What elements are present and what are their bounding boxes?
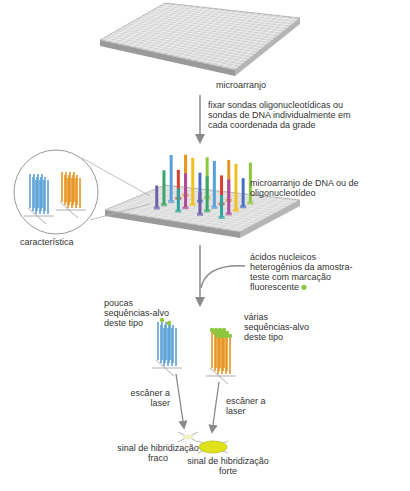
probe-strand [79, 178, 81, 208]
text-label: várias sequências-alvo deste tipo [244, 312, 316, 342]
probe-bars [154, 155, 254, 219]
probe-bar [162, 170, 165, 204]
fluorescent-dot [301, 285, 306, 290]
tile-grid [103, 4, 297, 69]
microarray-tile [100, 3, 300, 70]
text-label: microarranjo [216, 80, 306, 90]
probe-bar [213, 161, 216, 207]
base-line [152, 368, 182, 369]
weak-signal-spot [182, 435, 194, 440]
grid-line [162, 5, 297, 21]
weak-signal [178, 432, 198, 442]
probe-strand [64, 175, 66, 205]
fluorescent-target [167, 321, 171, 325]
grid-line [223, 17, 288, 68]
grid-line [144, 15, 279, 35]
probe-bar [220, 195, 223, 217]
probe-strand [75, 178, 77, 208]
probe-strand [175, 328, 177, 366]
strong-signal-spot [199, 441, 227, 453]
probe-strand [39, 180, 41, 214]
probe-strand [229, 338, 231, 374]
merge-arrow [201, 266, 245, 288]
grid-line [223, 198, 283, 229]
probe-bar [242, 178, 245, 206]
base-line [206, 376, 236, 377]
strong-signal-cross [198, 441, 228, 453]
probe-strand [71, 178, 73, 208]
probe-strand [35, 180, 37, 214]
probe-strand [167, 328, 169, 366]
text-label: ácidos nucleicos heterogênios da amostra… [250, 252, 368, 292]
probe-strand [47, 180, 49, 214]
feature-probes [24, 172, 86, 224]
probe-strand [211, 332, 213, 368]
probe-bar [184, 173, 187, 207]
probe-strand [221, 338, 223, 374]
zoom-line [90, 204, 150, 220]
probe-bar [155, 185, 158, 207]
probe-bar [206, 176, 209, 210]
fluorescent-target [224, 334, 228, 338]
text-label: escâner a laser [124, 388, 170, 408]
text-label: escâner a laser [226, 396, 272, 416]
probe-bar [227, 179, 230, 213]
base-line [24, 216, 54, 217]
strong-signal-cross [198, 441, 228, 453]
text-label: poucas sequências-alvo deste tipo [104, 298, 176, 328]
probe-strand [225, 338, 227, 374]
grid-line [156, 8, 291, 25]
fluorescent-target [216, 334, 220, 338]
scan-arrow [176, 374, 184, 428]
grid-line [173, 193, 233, 222]
grid-line [147, 13, 282, 32]
weak-signal [178, 432, 198, 442]
probe-strand [43, 180, 45, 214]
fluorescent-target [220, 334, 224, 338]
grid-line [159, 6, 294, 22]
probe-strand [163, 328, 165, 366]
grid-line [153, 10, 288, 28]
hybridized-probes [152, 318, 236, 384]
probe-bar [177, 189, 180, 211]
grid-line [210, 15, 275, 64]
text-label: característica [20, 237, 100, 247]
probe-strand [157, 322, 159, 360]
fluorescent-target [228, 334, 232, 338]
probe-strand [217, 338, 219, 374]
grid-line [135, 20, 270, 42]
probe-bar [234, 164, 237, 210]
probe-bar [170, 155, 173, 201]
probe-strand [67, 178, 69, 208]
fluorescent-dot [301, 285, 306, 290]
probe-bar [191, 158, 194, 204]
zoom-circle [14, 150, 98, 234]
process-arrow [199, 245, 201, 305]
probe-strand [29, 174, 31, 208]
text-label: microarranjo de DNA ou de oligonucleotíd… [250, 178, 370, 198]
grid-line [217, 16, 282, 66]
grid-line [229, 17, 294, 68]
probe-bar [198, 192, 201, 214]
fluorescent-target [160, 318, 164, 322]
grid-line [232, 199, 292, 231]
probe-strand [214, 335, 216, 371]
base-line [56, 210, 86, 211]
probe-strand [160, 325, 162, 363]
probe-strand [171, 328, 173, 366]
probe-strand [32, 177, 34, 211]
scan-arrow [212, 382, 219, 432]
process-arrow [199, 95, 201, 142]
grid-line [150, 11, 285, 29]
probe-strand [61, 172, 63, 202]
text-label: sinal de hibridização forte [186, 456, 270, 476]
text-label: fixar sondas oligonucleotídicas ou sonda… [208, 100, 358, 130]
